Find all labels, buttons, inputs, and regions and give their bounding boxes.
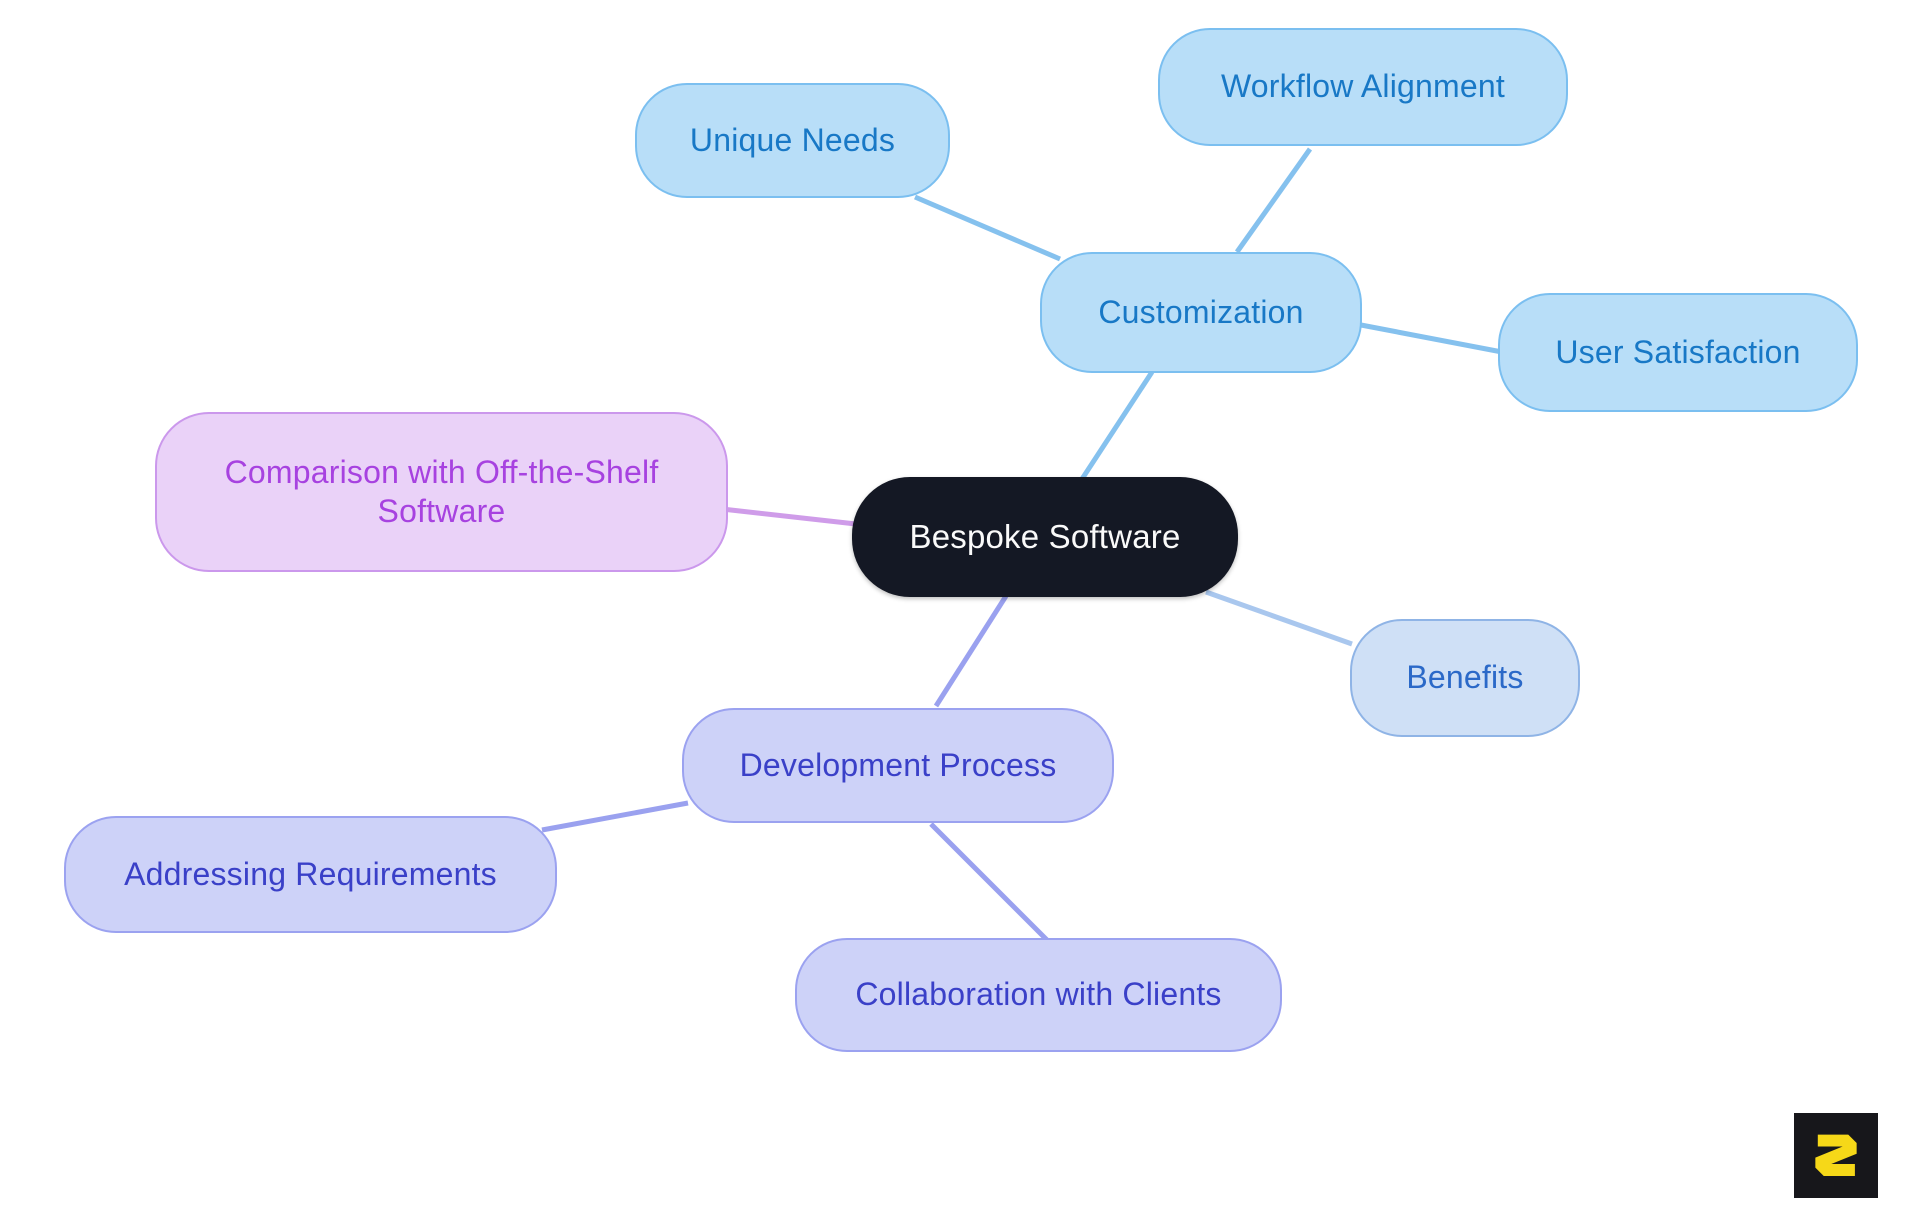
node-label: Collaboration with Clients — [855, 976, 1222, 1013]
logo-s-icon — [1815, 1134, 1857, 1176]
node-user-satisfaction[interactable]: User Satisfaction — [1498, 293, 1858, 412]
node-label: Customization — [1098, 293, 1304, 330]
node-development-process[interactable]: Development Process — [682, 708, 1114, 823]
node-label: Comparison with Off-the-Shelf Software — [224, 453, 659, 529]
node-label: Unique Needs — [689, 121, 896, 158]
logo-s-glyph — [1815, 1134, 1857, 1176]
node-benefits[interactable]: Benefits — [1350, 619, 1580, 737]
node-workflow-alignment[interactable]: Workflow Alignment — [1158, 28, 1568, 146]
node-unique-needs[interactable]: Unique Needs — [635, 83, 950, 198]
node-collaboration-with-clients[interactable]: Collaboration with Clients — [795, 938, 1282, 1052]
node-label: Bespoke Software — [909, 517, 1181, 555]
edge-development-process-addressing-requirements — [541, 800, 689, 833]
edge-unique-needs-customization — [914, 194, 1061, 262]
node-label: Development Process — [739, 746, 1057, 783]
node-label: Benefits — [1406, 659, 1524, 696]
edge-central-benefits — [1205, 589, 1353, 647]
edge-customization-user-satisfaction — [1360, 322, 1503, 355]
brand-watermark-logo — [1794, 1113, 1878, 1198]
node-label: Addressing Requirements — [124, 855, 497, 892]
edge-central-development-process — [933, 594, 1009, 708]
node-addressing-requirements[interactable]: Addressing Requirements — [64, 816, 557, 933]
edge-customization-central — [1079, 370, 1155, 481]
node-label: User Satisfaction — [1555, 333, 1801, 370]
node-label: Workflow Alignment — [1220, 68, 1505, 105]
edge-workflow-alignment-customization — [1234, 147, 1313, 254]
edge-comparison-central — [721, 506, 857, 527]
node-customization[interactable]: Customization — [1040, 252, 1362, 373]
node-bespoke-software-root[interactable]: Bespoke Software — [852, 477, 1238, 597]
edge-development-process-collaboration — [929, 822, 1049, 942]
node-comparison-with-off-the-shelf-software[interactable]: Comparison with Off-the-Shelf Software — [155, 412, 728, 572]
